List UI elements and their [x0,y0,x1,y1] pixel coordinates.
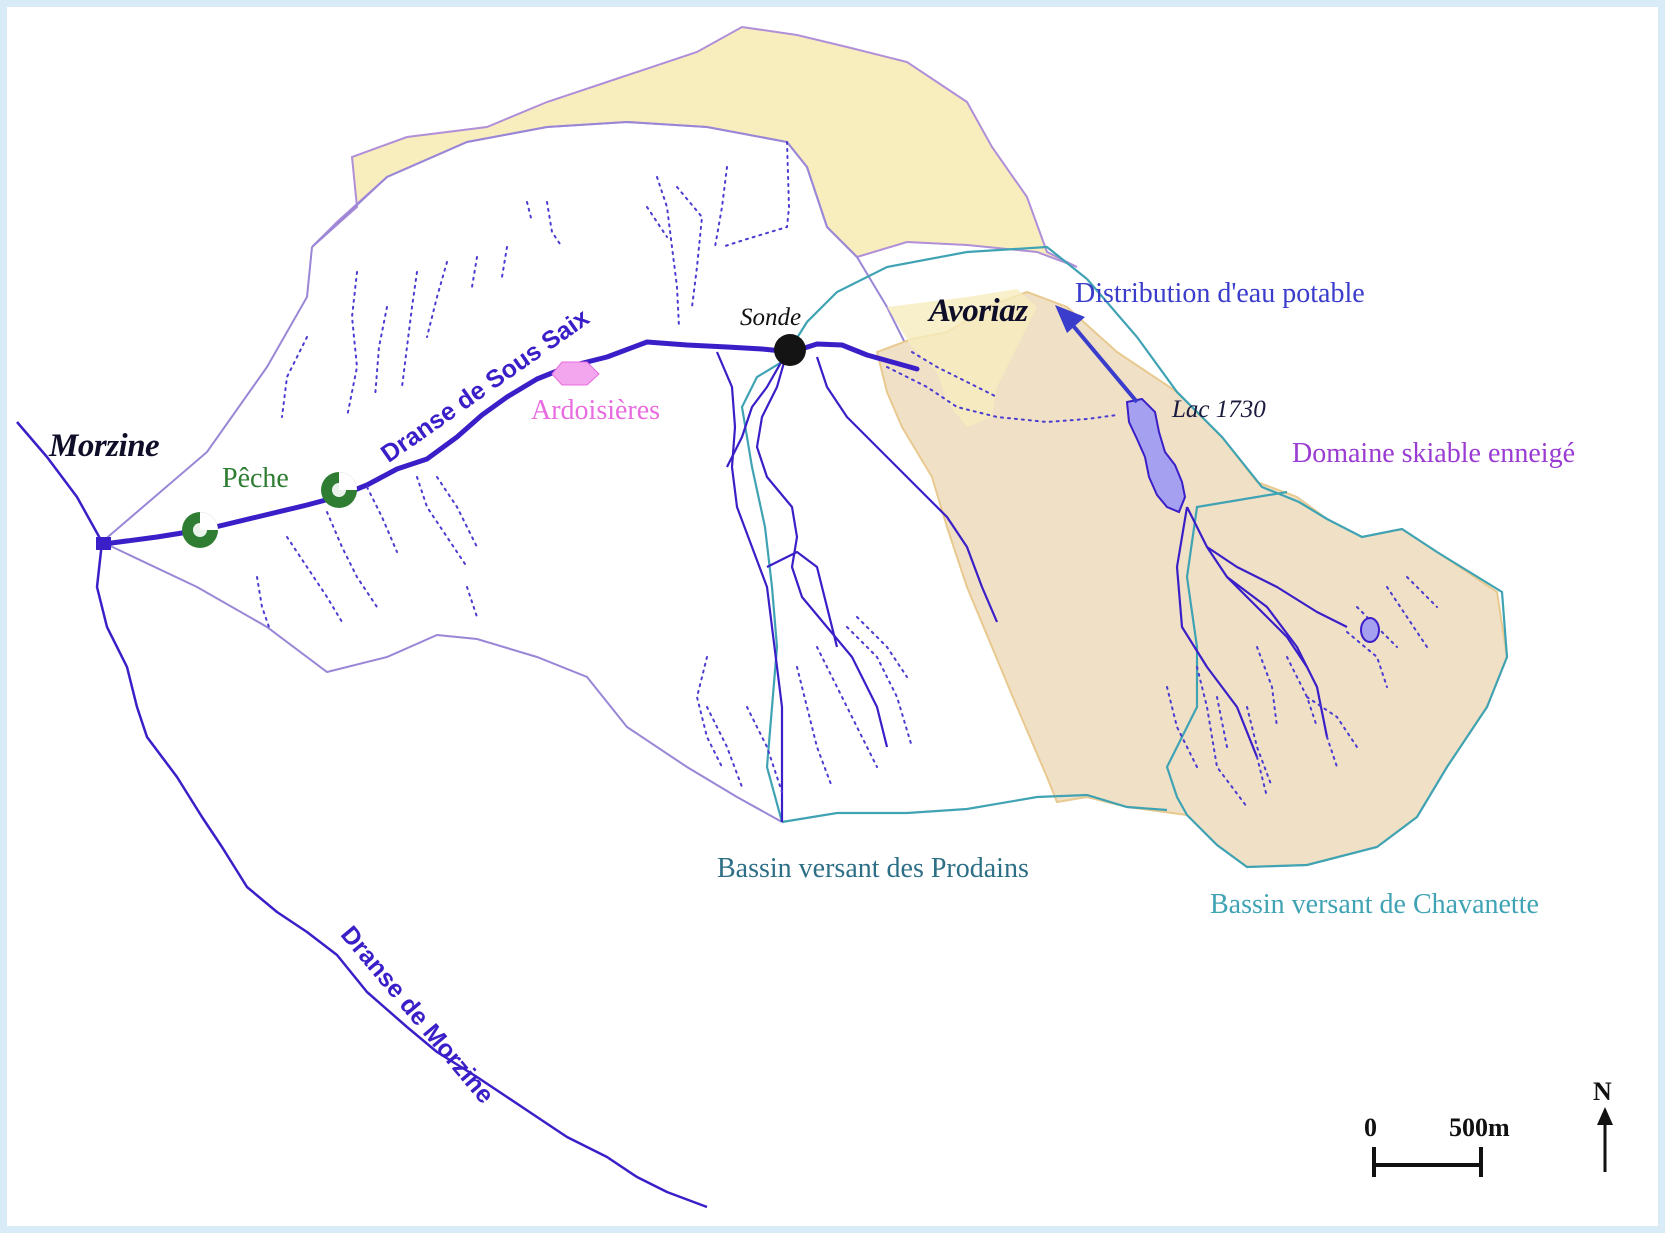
north-arrow-icon [1597,1107,1613,1172]
distribution-arrow-icon [1068,320,1139,404]
fishing-icon-2 [321,472,357,508]
scale-start: 0 [1364,1113,1377,1142]
label-distribution: Distribution d'eau potable [1075,278,1365,309]
river-sous-saix [101,339,920,547]
lake-1730 [1125,397,1187,514]
map-canvas [16,25,1613,1209]
label-bassin-prodains: Bassin versant des Prodains [717,853,1029,884]
slate-quarry-icon [551,361,600,386]
label-peche: Pêche [222,463,289,494]
scale-bar [1372,1147,1483,1177]
tributaries [715,351,1348,822]
label-domaine-skiable: Domaine skiable enneigé [1292,438,1576,469]
watershed-outline [101,120,908,543]
bassin-chavanette-boundary [1086,278,1509,869]
watershed-outline-south [101,541,783,823]
distribution-arrowhead [1055,305,1085,333]
label-avoriaz: Avoriaz [929,293,1028,329]
confluence-marker-icon [96,537,111,550]
yellow-zone [311,25,1078,268]
label-morzine: Morzine [49,428,160,464]
scale-end: 500m [1449,1113,1510,1142]
label-sonde: Sonde [740,304,802,331]
bassin-prodains-boundary [740,245,1168,824]
label-lac-1730: Lac 1730 [1172,396,1266,423]
dotted-streams [256,141,1438,808]
label-ardoisieres: Ardoisières [531,395,661,426]
label-bassin-chavanette: Bassin versant de Chavanette [1210,889,1539,920]
river-morzine [16,421,708,1209]
yellow-overlap [887,289,1037,427]
north-label: N [1593,1077,1612,1106]
probe-dot-icon [774,334,806,366]
small-lake [1360,617,1380,643]
fishing-icon [182,512,218,548]
